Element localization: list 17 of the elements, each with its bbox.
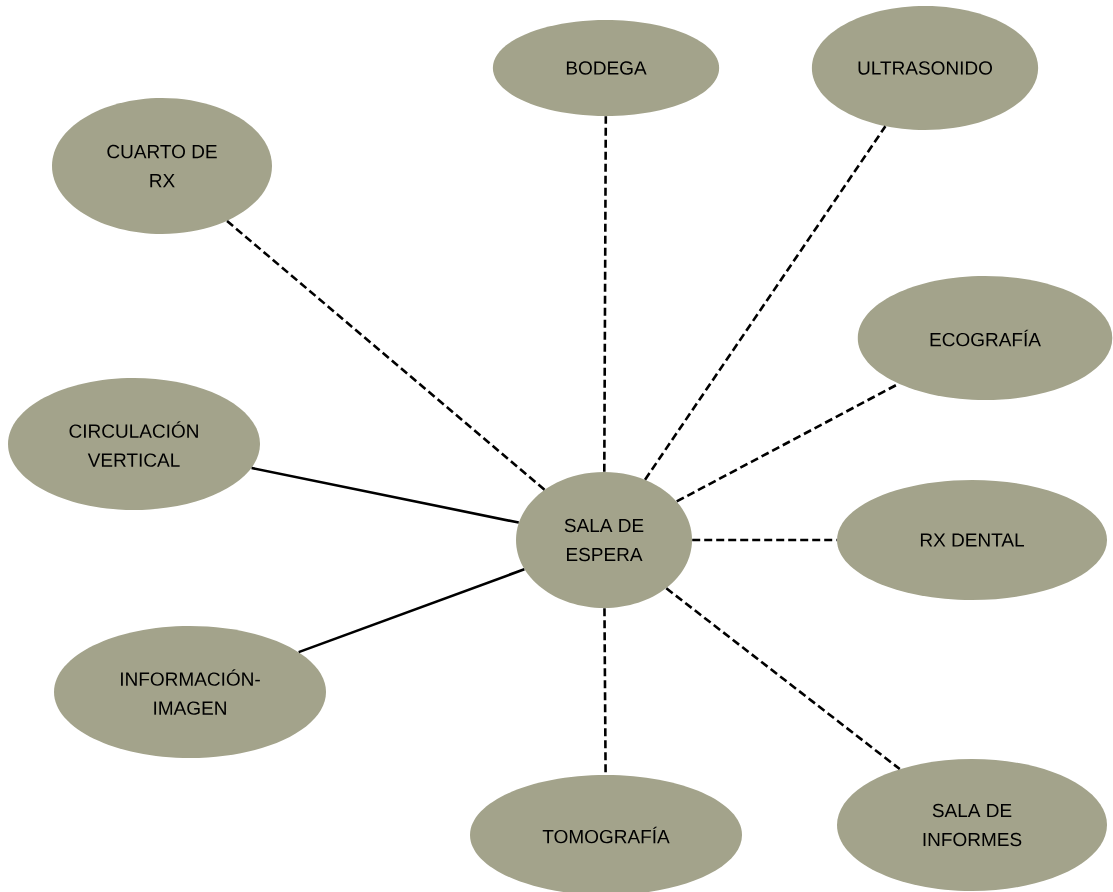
connector-line (665, 587, 901, 771)
connector-line (603, 608, 607, 775)
connector-line (251, 466, 519, 524)
ellipse-node: BODEGA (492, 20, 720, 116)
ellipse-node: ECOGRAFÍA (857, 276, 1113, 400)
ellipse-node: INFORMACIÓN-IMAGEN (54, 626, 326, 758)
connector-line (603, 116, 608, 472)
ellipse-node: ULTRASONIDO (811, 6, 1039, 130)
connector-line (298, 568, 525, 654)
connector-line (226, 220, 546, 491)
ellipse-node: CIRCULACIÓN VERTICAL (8, 378, 260, 510)
ellipse-node: CUARTO DE RX (52, 98, 272, 234)
connector-line (692, 538, 837, 542)
ellipse-node: SALA DE ESPERA (516, 472, 692, 608)
ellipse-node: SALA DE INFORMES (837, 759, 1107, 891)
connector-line (644, 125, 887, 481)
ellipse-node: RX DENTAL (837, 480, 1107, 600)
